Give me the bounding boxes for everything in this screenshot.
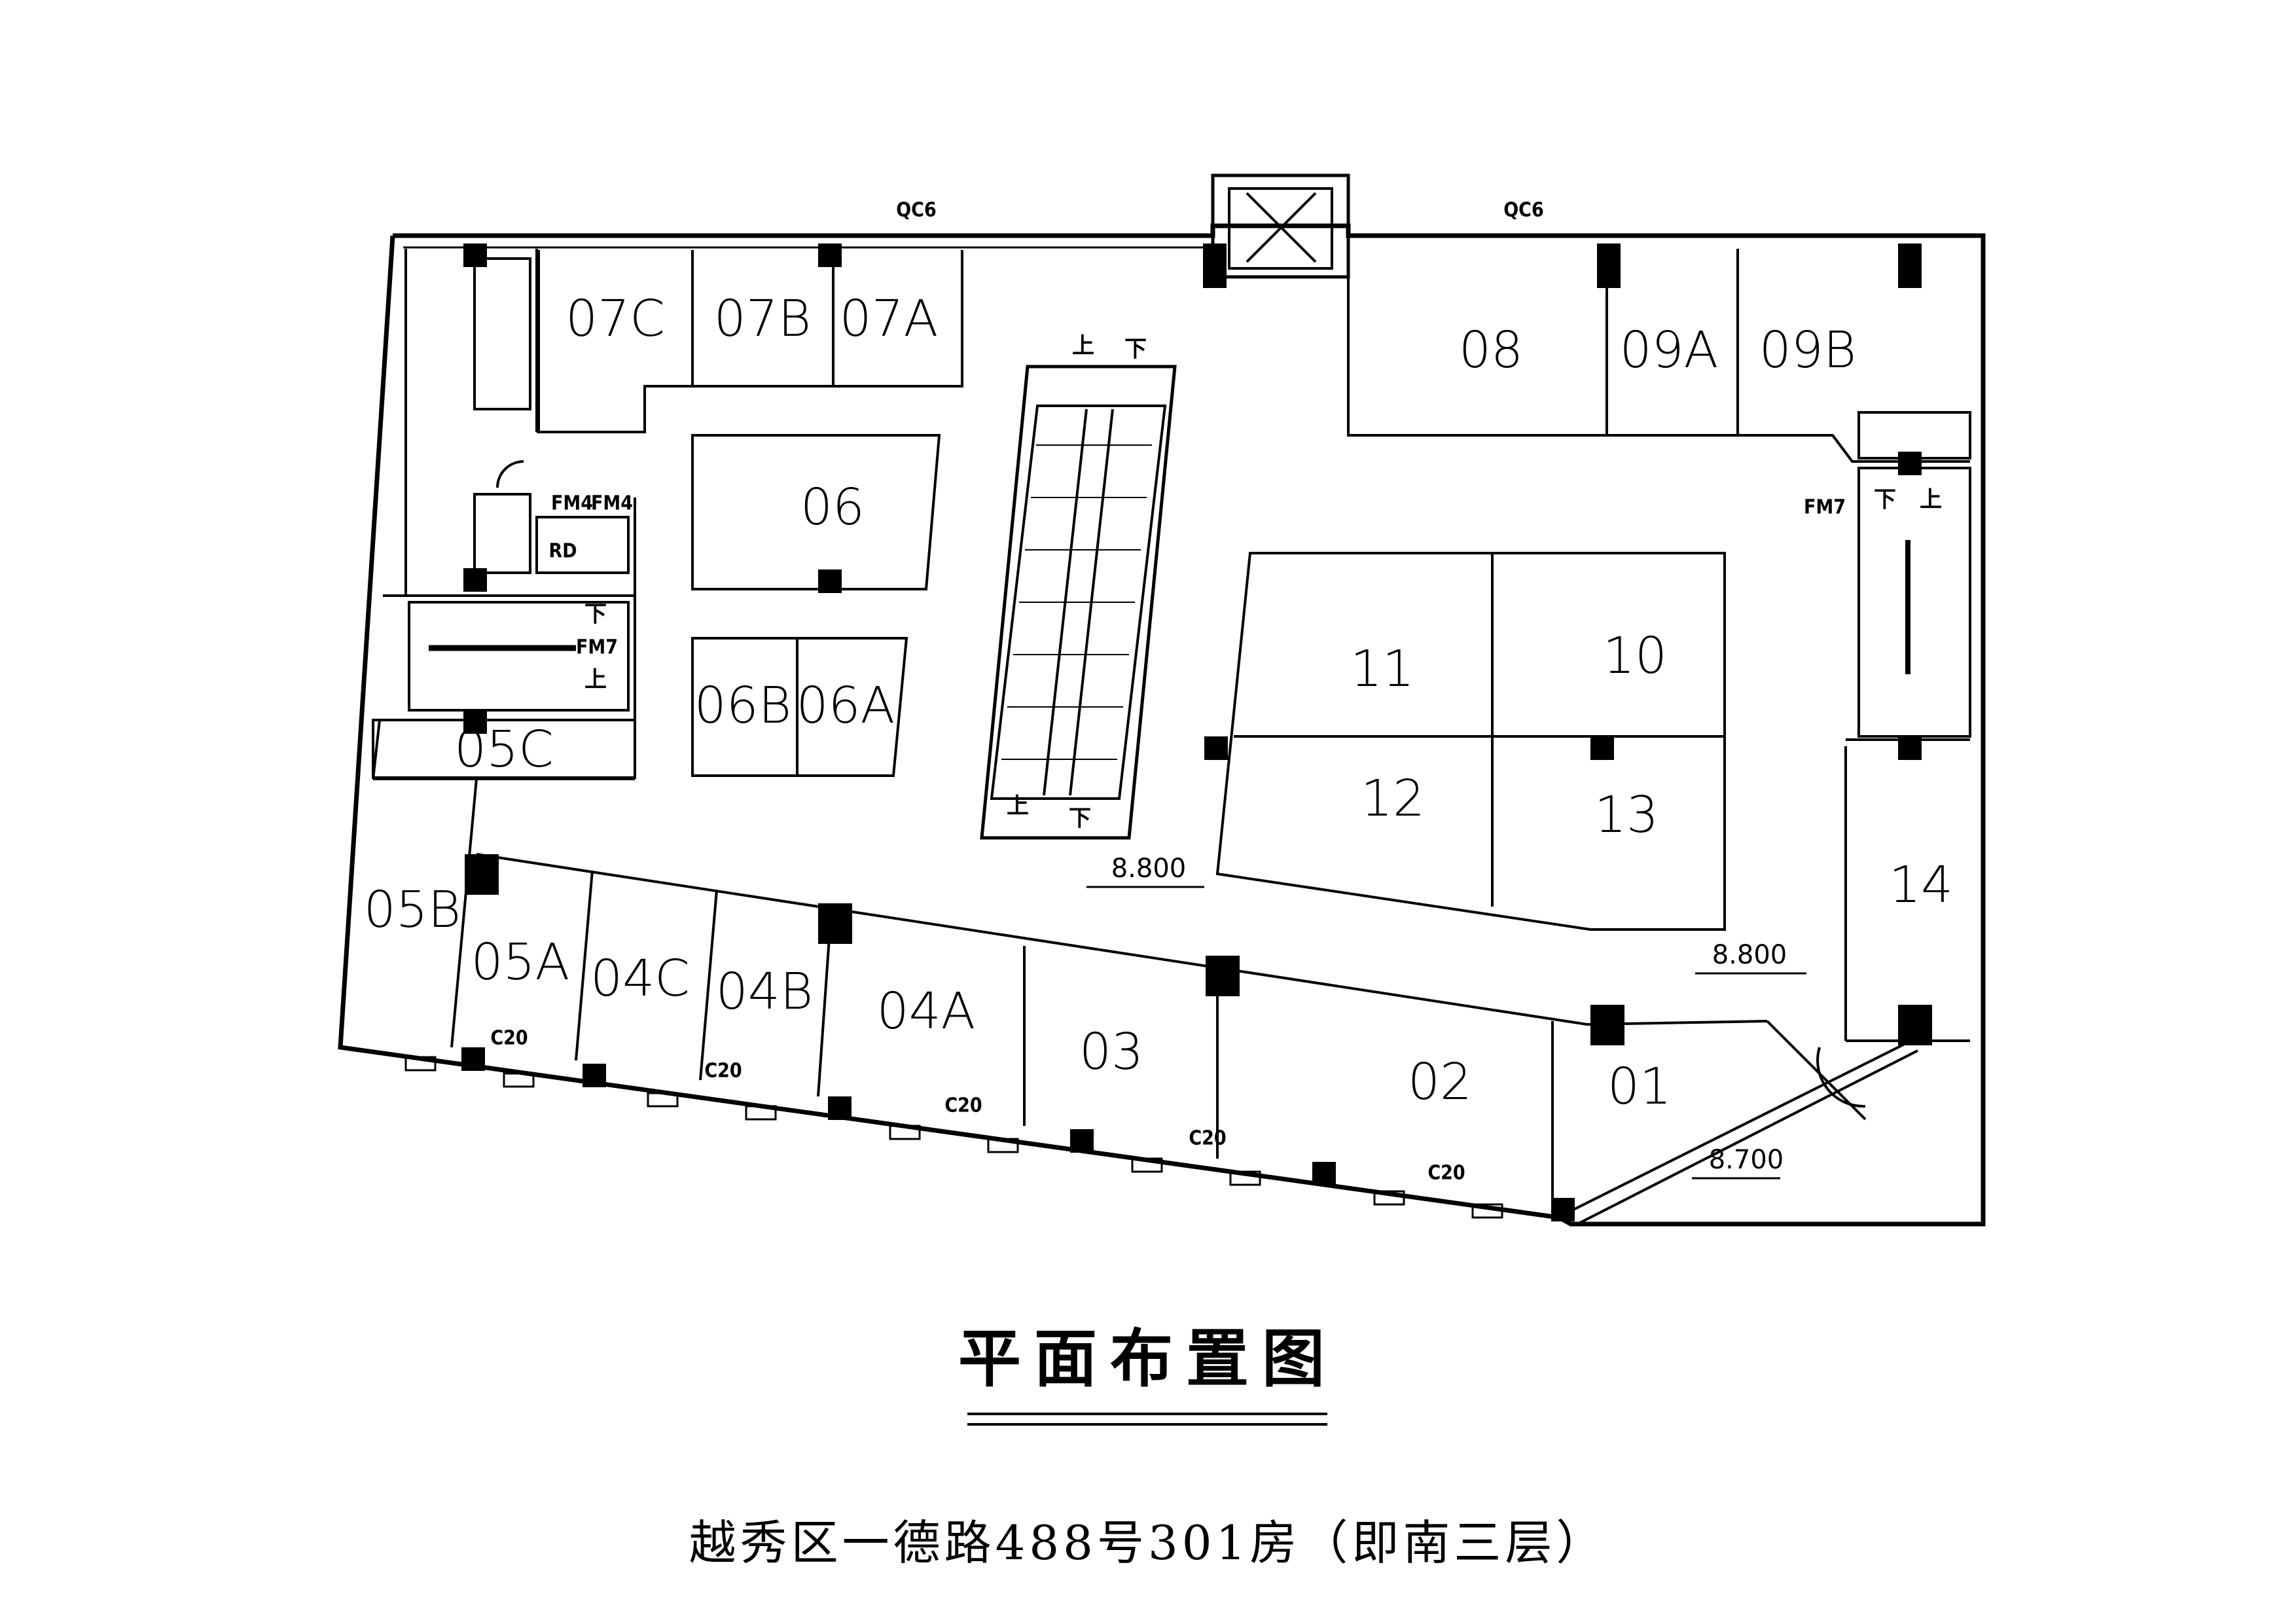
tag-rd: RD <box>548 540 577 563</box>
escalator-top-up: 上 <box>1072 333 1094 359</box>
stair-east-up: 上 <box>1920 487 1942 513</box>
escalator-bottom-down: 下 <box>1069 806 1091 832</box>
room-09A: 09A <box>1620 321 1719 380</box>
room-10: 10 <box>1603 627 1667 685</box>
room-01: 01 <box>1607 1058 1672 1116</box>
room-06A: 06A <box>797 677 895 735</box>
stair-west-up: 上 <box>584 667 607 693</box>
title-underline-top <box>967 1413 1327 1415</box>
room-14: 14 <box>1889 856 1953 914</box>
room-05C: 05C <box>454 721 554 779</box>
level-east: 8.800 <box>1712 940 1787 970</box>
annotation-tags: QC6 QC6 C20 C20 C20 C20 C20 FM4 FM4 RD F… <box>490 199 1942 1185</box>
room-03: 03 <box>1079 1023 1143 1081</box>
room-04A: 04A <box>877 983 976 1041</box>
level-lower: 8.700 <box>1709 1145 1784 1175</box>
room-labels: 07C 07B 07A 08 09A 09B 06 06B 06A 05C 05… <box>364 290 1953 1116</box>
tag-qc6-west: QC6 <box>896 199 937 222</box>
room-12: 12 <box>1361 770 1425 828</box>
columns <box>461 244 1932 1221</box>
room-06: 06 <box>800 478 865 537</box>
room-13: 13 <box>1594 786 1659 844</box>
escalator-top-down: 下 <box>1124 336 1147 363</box>
room-04B: 04B <box>716 963 813 1021</box>
stair-west-down: 下 <box>584 602 607 628</box>
room-11: 11 <box>1350 640 1414 698</box>
tag-c20-1: C20 <box>490 1027 528 1050</box>
escalator-bottom-up: 上 <box>1007 793 1029 820</box>
tag-fm7-west: FM7 <box>576 636 618 659</box>
room-08: 08 <box>1459 321 1523 380</box>
tag-c20-3: C20 <box>944 1094 982 1117</box>
floor-plan-walls <box>338 173 1986 1227</box>
room-05A: 05A <box>471 933 570 992</box>
tag-c20-4: C20 <box>1189 1127 1226 1150</box>
room-07C: 07C <box>565 290 665 348</box>
tag-c20-5: C20 <box>1427 1162 1465 1185</box>
plan-address: 越秀区一德路488号301房（即南三层） <box>689 1515 1607 1570</box>
tag-fm4-b: FM4 <box>591 492 633 515</box>
title-underline-bottom <box>967 1423 1327 1426</box>
room-02: 02 <box>1408 1053 1472 1111</box>
room-07B: 07B <box>714 290 811 348</box>
room-05B: 05B <box>364 881 461 939</box>
room-07A: 07A <box>840 290 939 348</box>
tag-fm7-east: FM7 <box>1804 496 1846 519</box>
room-09B: 09B <box>1759 321 1856 380</box>
level-markers: 8.800 8.800 8.700 <box>1086 854 1806 1180</box>
tag-c20-2: C20 <box>704 1060 742 1083</box>
tag-qc6-east: QC6 <box>1503 199 1544 222</box>
level-central: 8.800 <box>1111 854 1187 884</box>
room-06B: 06B <box>694 677 791 735</box>
tag-fm4-a: FM4 <box>551 492 593 515</box>
plan-title: 平面布置图 <box>958 1322 1338 1396</box>
room-04C: 04C <box>590 950 690 1008</box>
stair-east-down: 下 <box>1874 487 1896 513</box>
